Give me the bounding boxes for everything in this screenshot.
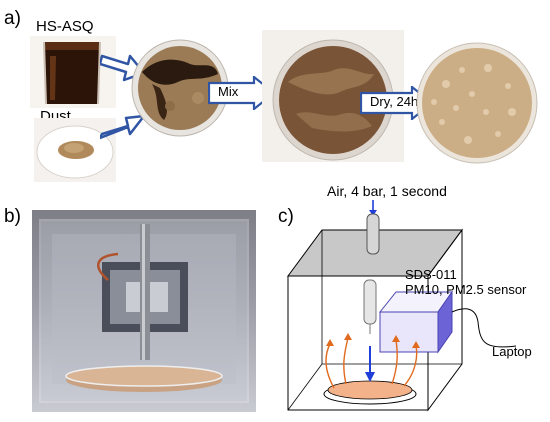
dust-plate-photo — [34, 118, 116, 182]
hs-asq-label: HS-ASQ — [36, 18, 94, 35]
laptop-cable — [451, 308, 517, 348]
input-arrow-2 — [100, 114, 146, 140]
laptop-label: Laptop — [492, 344, 532, 359]
test-chamber-photo — [32, 210, 256, 412]
panel-b-label: b) — [4, 206, 21, 227]
petri-dish-mixing-photo — [131, 39, 229, 137]
petri-dish-dried-photo — [416, 42, 538, 164]
dust-sample — [327, 380, 413, 400]
sensor-model-label: SDS-011 — [405, 267, 457, 282]
particle-arrows — [325, 337, 418, 389]
dry-step-label: Dry, 24h — [370, 94, 419, 109]
sensor-box — [379, 311, 439, 353]
test-setup-schematic — [287, 200, 517, 412]
panel-a-label: a) — [4, 8, 21, 29]
air-nozzle — [366, 213, 380, 255]
air-pulse-label: Air, 4 bar, 1 second — [327, 183, 447, 199]
mix-step-label: Mix — [218, 84, 239, 99]
hs-asq-beaker-photo — [30, 36, 116, 108]
panel-c-label: c) — [278, 206, 294, 227]
sensor-type-label: PM10, PM2.5 sensor — [405, 282, 527, 297]
